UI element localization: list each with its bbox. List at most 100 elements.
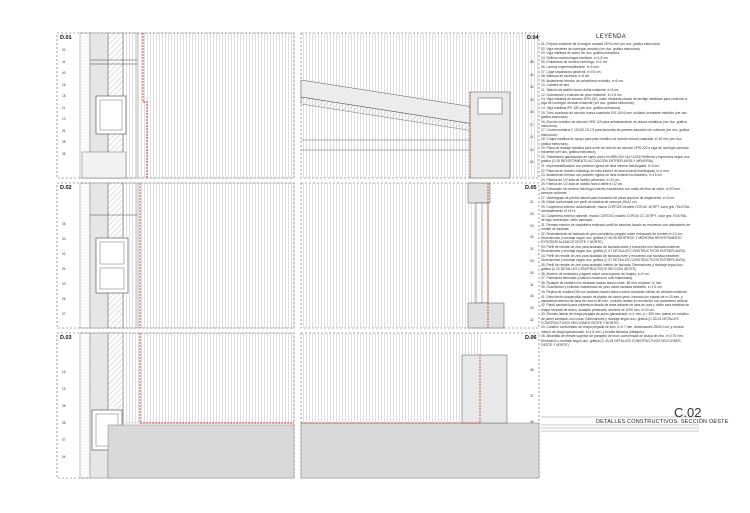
legend-item: 04. Relleno mortero/capa existente, e=1.… — [541, 55, 609, 60]
detail-tag-d04: D.04 — [527, 35, 539, 41]
callout-number: 26 — [530, 211, 534, 216]
callout-number: 31 — [530, 282, 534, 287]
legend-item: 40. Repisa de madera DM con acabado laca… — [541, 289, 688, 294]
legend-item: 39. Guarnecido y enlucido maestreado de … — [541, 285, 663, 290]
callout-number: 04 — [62, 455, 66, 459]
legend-item: 37. Pavimento laminado (colación madera … — [541, 276, 634, 281]
callout-number: 17 — [530, 122, 534, 127]
detail-d06 — [300, 333, 540, 479]
legend-item: 12. Guarnecido y enlucido de yeso existe… — [541, 92, 623, 97]
sheet-code: C.02 — [674, 405, 702, 420]
callout-number: 43 — [530, 97, 534, 102]
callout-number: 14 — [530, 147, 534, 152]
legend-item: 03. Viga metálica de acero ver doc. gráf… — [541, 51, 620, 56]
callout-number: 16 — [62, 82, 66, 87]
callout-number: 04 — [62, 128, 66, 133]
legend-item: 42. Panel sandwich para cubierta inclina… — [541, 303, 689, 312]
legend-item: 27. Vierteaguas de piedra natural para f… — [541, 195, 675, 200]
legend-item: 30. Carpintería exterior batiente, marca… — [541, 213, 687, 223]
legend-item: 11. Tabicón de ladrillo hueco doble exis… — [541, 87, 620, 92]
callout-number: 12 — [62, 117, 66, 122]
callout-number: 25 — [530, 235, 534, 240]
callout-number: 11 — [62, 105, 66, 110]
callout-number: 19 — [62, 387, 66, 391]
callout-number: 26 — [530, 270, 534, 275]
callout-number: 36 — [62, 152, 66, 156]
callout-number: 34 — [530, 294, 534, 299]
legend-item: 10. Cámara de aire. — [541, 83, 571, 88]
callout-number: 02 — [62, 252, 66, 256]
legend-item: 22. Plancha de mortero hidrófugo en cara… — [541, 168, 670, 173]
detail-tag-d06: D.06 — [525, 335, 537, 341]
callout-number: 16 — [530, 110, 534, 114]
legend-item: 15. Tubo cuadrado de sección hueca cuadr… — [541, 110, 688, 119]
callout-number: 45 — [530, 60, 534, 64]
callout-number: 44 — [530, 72, 534, 77]
callout-number: 36 — [62, 404, 66, 408]
callout-number: 21 — [530, 247, 534, 252]
legend-item: 19. Placa de anclaje metálica para unión… — [541, 146, 689, 155]
callout-number: 24 — [530, 259, 534, 263]
legend-item: 41. Falso techo suspendido lacado de pla… — [541, 294, 689, 303]
legend-item: 29. Carpintería exterior oscilobatiente,… — [541, 205, 691, 214]
callout-number: 02 — [62, 48, 66, 52]
callout-number: 06 — [62, 297, 66, 301]
sheet-title: DETALLES CONSTRUCTIVOS. SECCIÓN OESTE — [596, 419, 729, 425]
legend-item: 38. Rodapié de madera con acabado lacado… — [541, 280, 663, 285]
callout-number: 07 — [62, 438, 66, 442]
callout-number: 15 — [62, 94, 66, 99]
callout-number: 11 — [530, 135, 534, 139]
legend-item: 35. Perfil de remate de zinc para acabad… — [541, 262, 684, 271]
detail-tag-d05: D.05 — [525, 185, 537, 191]
legend-item: 06. Lámina impermeabilizante, e=3 mm. — [541, 64, 600, 69]
legend-title: LEYENDA — [596, 34, 627, 40]
legend-item: 20. Tratamiento galvanizado de canto com… — [541, 155, 691, 164]
legend-item: 14. Viga metálica IPE 180 (ver doc. gráf… — [541, 106, 622, 111]
legend-item: 25. Fábrica de 1/2 asta de ladrillo huec… — [541, 182, 624, 187]
legend-item: 05. Embarrado de mortero hidrófugo, e=1 … — [541, 60, 608, 65]
legend-item: 26. Enfoscado de mortero hidrófugo exter… — [541, 186, 681, 196]
detail-tag-d01: D.01 — [60, 35, 72, 41]
callout-number: 41 — [62, 59, 66, 64]
legend-item: 01. Forjado existente de hormigón armado… — [541, 42, 661, 46]
legend-item: 07. Capa separadora geotextil, e=0.5 cm. — [541, 69, 602, 74]
legend-item: 24. Fábrica de 1/2 asta de ladrillo perf… — [541, 177, 621, 182]
legend-item: 45. Albardilla de remate superior de par… — [541, 334, 684, 347]
callout-number: 03 — [62, 282, 66, 286]
legend-item: 02. Viga existente de hormigón armado (v… — [541, 46, 641, 51]
legend-item: 28. Dintel conformado por perfil de made… — [541, 200, 638, 205]
legend-item: 16. Zuncho metálico de sección UPN 120 p… — [541, 119, 687, 128]
legend-item: 23. Aislamiento térmico con paneles rígi… — [541, 173, 663, 178]
callout-number: 33 — [530, 306, 534, 311]
legend-item: 17. Correa metálica C 120.50.20.2.5 para… — [541, 128, 690, 137]
callout-number: 16 — [62, 370, 66, 374]
legend-item: 36. Mortero de nivelación y agarre sobre… — [541, 271, 650, 276]
callout-number: 40 — [62, 71, 66, 76]
callout-number: 32 — [530, 318, 534, 322]
detail-d01 — [79, 32, 295, 179]
legend-item: 21. Impermeabilización con paneles rígid… — [541, 163, 660, 168]
callout-number: 04 — [62, 237, 66, 241]
legend-item: 18. Chapa metálica de apoyo para pilar m… — [541, 137, 683, 146]
callout-number: 41 — [530, 200, 534, 204]
title-block-lines — [541, 416, 699, 432]
callout-number: 16 — [530, 160, 534, 164]
legend-item: 09. Aislamiento térmico de poliestireno … — [541, 78, 624, 83]
callout-number: 35 — [62, 421, 66, 425]
legend-item: 31. Remate exterior de carpintería reali… — [541, 222, 691, 232]
detail-tag-d03: D.03 — [60, 335, 72, 341]
legend-item: 13. Viga metálica de sección UPN 220, un… — [541, 97, 688, 106]
callout-number: 36 — [530, 420, 534, 424]
legend-item: 33. Perfil de remate de zinc para acabad… — [541, 244, 686, 254]
callout-number: 42 — [530, 85, 534, 89]
legend-item: 08. Baldosa de escritura, e=5 cm. — [541, 74, 591, 79]
legend-item: 43. Remate lateral de chapa plegada de a… — [541, 312, 689, 325]
detail-d03 — [79, 332, 295, 479]
callout-number: 35 — [62, 140, 66, 145]
callout-number: 20 — [530, 223, 534, 228]
detail-d02 — [79, 182, 295, 329]
legend-item: 44. Canalón conformado de chapa plegada … — [541, 325, 684, 334]
detail-tag-d02: D.02 — [60, 185, 72, 191]
